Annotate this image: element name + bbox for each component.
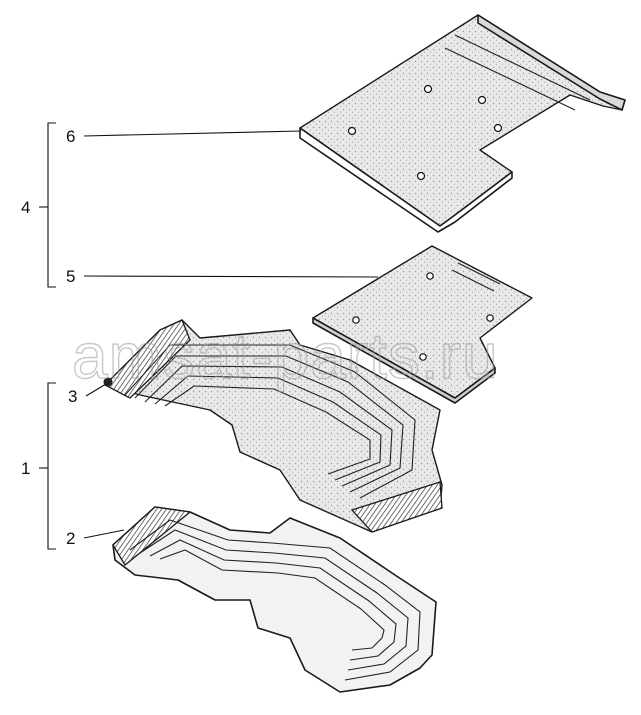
mounting-hole (419, 353, 427, 361)
part-2-ribbed-mat (112, 506, 437, 693)
mounting-hole (352, 316, 360, 324)
leader-line-6 (83, 130, 302, 137)
mounting-hole (347, 126, 357, 136)
part-5-flat-mat (312, 245, 533, 404)
leader-line-5 (83, 275, 379, 278)
watermark-text: amsat-parts.ru (72, 320, 499, 392)
callout-3: 3 (68, 387, 77, 406)
mounting-hole (493, 123, 503, 133)
callout-6: 6 (66, 127, 75, 146)
bracket-group-1 (39, 382, 56, 550)
leader-line-3 (85, 383, 107, 397)
callout-5: 5 (66, 267, 75, 286)
callout-1: 1 (21, 459, 30, 478)
leader-line-2 (83, 529, 125, 539)
part-6-cover-plate (299, 14, 626, 233)
mounting-hole (477, 95, 487, 105)
mounting-hole (416, 171, 426, 181)
bracket-group-4 (39, 122, 56, 288)
callout-2: 2 (66, 529, 75, 548)
mounting-hole (486, 314, 494, 322)
mounting-hole (423, 84, 433, 94)
callout-4: 4 (21, 198, 30, 217)
mounting-hole (426, 272, 434, 280)
part-3-molded-floor-mat (103, 319, 443, 533)
